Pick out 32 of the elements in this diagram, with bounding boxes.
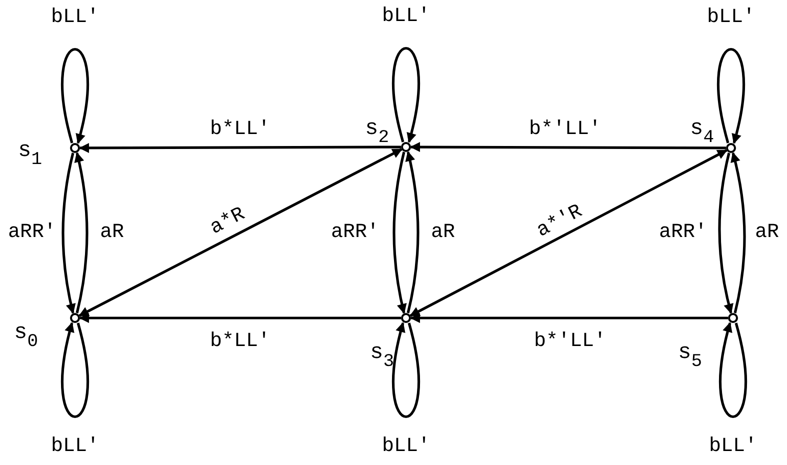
transition-arrow: [78, 148, 402, 317]
self-loop-arrow: [392, 322, 420, 418]
self-loop-arrow: [719, 322, 747, 418]
state-node: [70, 143, 80, 153]
state-label: s$_{1}$: [18, 140, 42, 169]
transition-arrow: [79, 142, 401, 153]
transition-arrow: [410, 313, 728, 323]
state-node: [726, 143, 736, 153]
state-node: [401, 142, 411, 152]
self-loop-arrow: [61, 322, 89, 418]
self-loop-arrow: [392, 47, 420, 143]
transition-arrow: [718, 152, 734, 314]
state-node: [728, 313, 738, 323]
state-label: s$_{4}$: [690, 118, 714, 147]
state-label: s$_{3}$: [370, 342, 394, 371]
self-loop-arrow: [717, 48, 745, 144]
state-node: [70, 313, 80, 323]
state-label: s$_{5}$: [678, 342, 702, 371]
transition-arrow: [392, 152, 407, 314]
state-node: [401, 313, 411, 323]
self-loop-arrow: [61, 48, 89, 144]
edge-label: a*R: [206, 203, 250, 241]
edge-label: a*'R: [532, 200, 588, 244]
transition-arrow: [79, 313, 401, 323]
transition-arrow: [74, 152, 88, 314]
transition-arrow: [410, 142, 726, 152]
transition-arrow: [730, 152, 746, 314]
transition-arrow: [405, 151, 420, 314]
transition-arrow: [62, 152, 76, 314]
transition-arrow: [410, 149, 728, 317]
state-label: s$_{2}$: [365, 118, 390, 147]
state-label: s$_{0}$: [14, 322, 38, 351]
